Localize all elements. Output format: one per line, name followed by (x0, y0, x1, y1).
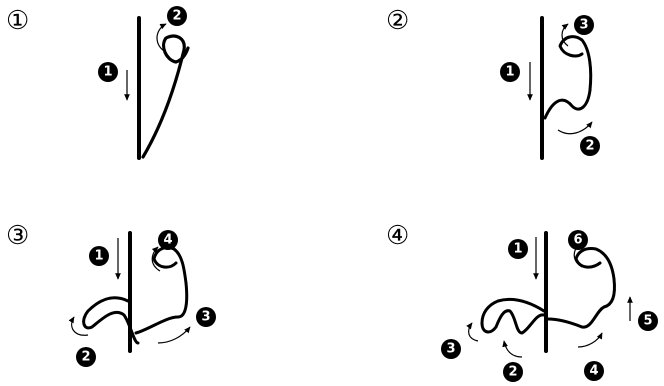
svg-text:2: 2 (508, 365, 517, 380)
step-marker-3: 3 (441, 339, 461, 359)
svg-text:1: 1 (103, 65, 112, 80)
svg-text:1: 1 (505, 65, 514, 80)
direction-arrow-3 (469, 323, 478, 341)
svg-text:3: 3 (446, 342, 455, 357)
direction-arrow-2 (504, 341, 522, 357)
step-marker-4: 4 (584, 361, 604, 381)
lower-curve-stroke (545, 90, 590, 118)
step-marker-6: 6 (568, 230, 588, 250)
svg-text:3: 3 (201, 310, 210, 325)
upper-hook-stroke (560, 37, 591, 90)
direction-arrow-4 (578, 333, 602, 347)
step-marker-1: 1 (98, 62, 118, 82)
svg-text:4: 4 (589, 364, 598, 379)
upper-hook-stroke (576, 248, 614, 279)
step-marker-5: 5 (638, 311, 658, 331)
svg-text:2: 2 (172, 9, 181, 24)
step-panel-4: ④ 1 2 3 4 5 (332, 193, 664, 386)
direction-arrow-2 (558, 122, 592, 134)
step-marker-1: 1 (508, 239, 528, 259)
step-marker-3: 3 (196, 307, 216, 327)
step-panel-3: ③ 1 2 3 4 (0, 193, 332, 386)
svg-text:1: 1 (513, 242, 522, 257)
step-marker-1: 1 (89, 246, 109, 266)
step-marker-4: 4 (158, 230, 178, 250)
stroke-diagram-1: 1 2 (0, 0, 332, 193)
stroke-diagram-2: 1 2 3 (332, 0, 664, 193)
svg-text:1: 1 (94, 249, 103, 264)
step-marker-2: 2 (76, 347, 96, 367)
stroke-diagram-3: 1 2 3 4 (0, 193, 332, 386)
step-marker-2: 2 (503, 362, 523, 382)
stroke-diagram-4: 1 2 3 4 5 6 (332, 193, 664, 386)
step-panel-2: ② 1 2 3 (332, 0, 664, 193)
right-wave-stroke (548, 279, 615, 327)
step-panel-1: ① 1 2 (0, 0, 332, 193)
svg-text:4: 4 (163, 233, 172, 248)
step-marker-3: 3 (574, 15, 594, 35)
step-marker-2: 2 (167, 6, 187, 26)
step-marker-2: 2 (580, 136, 600, 156)
svg-text:2: 2 (81, 350, 90, 365)
upper-hook-stroke (154, 247, 186, 283)
right-sweep-stroke (136, 283, 187, 333)
svg-text:3: 3 (579, 18, 588, 33)
step-marker-1: 1 (500, 62, 520, 82)
left-wave-stroke (482, 299, 544, 333)
svg-text:2: 2 (585, 139, 594, 154)
direction-arrow-3 (158, 327, 190, 343)
svg-text:6: 6 (573, 233, 582, 248)
svg-text:5: 5 (643, 314, 652, 329)
hook-stroke (143, 36, 188, 157)
